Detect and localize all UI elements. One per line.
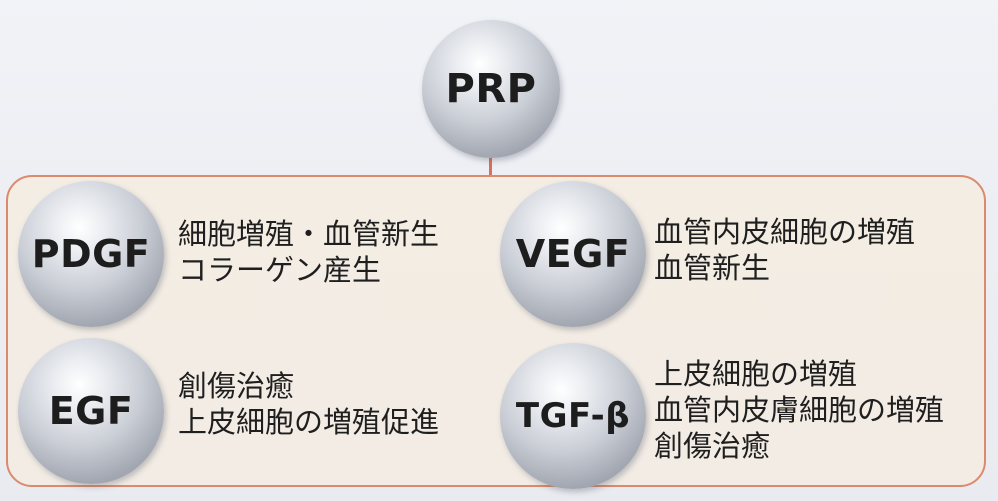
tgf-beta-effect-line: 血管内皮膚細胞の増殖 [654, 393, 945, 427]
tgf-beta-effect-line: 創傷治癒 [654, 429, 771, 463]
tgf-beta-node: TGF-β [500, 343, 646, 489]
tgf-beta-effect-line: 上皮細胞の増殖 [654, 357, 858, 391]
vegf-effect-line: 血管新生 [654, 251, 771, 285]
pdgf-node: PDGF [18, 181, 164, 327]
egf-node: EGF [18, 338, 164, 484]
pdgf-effect-line: コラーゲン産生 [178, 253, 382, 287]
root-connector-line [489, 158, 492, 176]
vegf-effects: 血管内皮細胞の増殖 血管新生 [654, 214, 915, 286]
vegf-effect-line: 血管内皮細胞の増殖 [654, 215, 916, 249]
egf-effect-line: 上皮細胞の増殖促進 [178, 405, 440, 439]
egf-effect-line: 創傷治癒 [178, 369, 295, 403]
growth-factor-panel [6, 175, 986, 487]
prp-node: PRP [422, 20, 560, 158]
pdgf-effect-line: 細胞増殖・血管新生 [178, 217, 440, 251]
tgf-beta-effects: 上皮細胞の増殖 血管内皮膚細胞の増殖 創傷治癒 [654, 356, 944, 464]
pdgf-effects: 細胞増殖・血管新生 コラーゲン産生 [178, 216, 439, 288]
egf-effects: 創傷治癒 上皮細胞の増殖促進 [178, 368, 439, 440]
vegf-node: VEGF [500, 181, 646, 327]
